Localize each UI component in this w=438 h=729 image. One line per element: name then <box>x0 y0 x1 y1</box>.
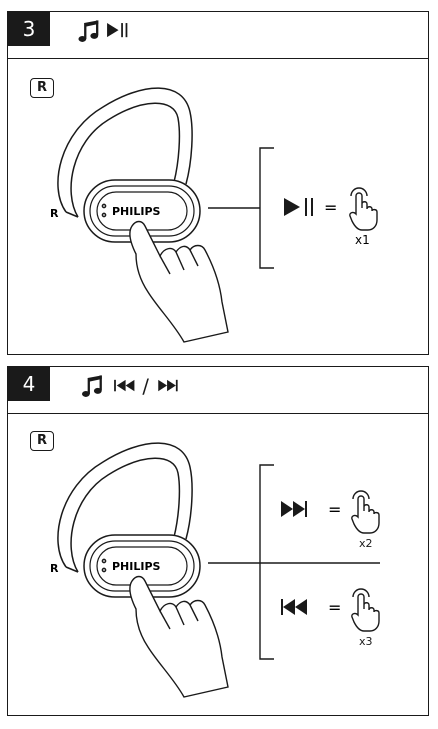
play-pause-icon <box>284 198 313 216</box>
pressing-hand <box>129 220 229 343</box>
callout-bracket <box>208 464 380 660</box>
step-3-panel: 3 R R PHILIPS <box>7 11 429 355</box>
previous-track-icon <box>281 599 307 615</box>
callout-bracket <box>208 147 274 269</box>
step-number: 4 <box>8 367 50 401</box>
tap-count: x1 <box>355 233 370 247</box>
next-track-icon <box>158 379 178 392</box>
action-equals: = <box>324 198 337 217</box>
next-equals: = <box>328 500 341 519</box>
tap-gesture-icon <box>351 588 380 632</box>
previous-track-icon <box>114 379 135 392</box>
next-tap-count: x2 <box>359 537 373 550</box>
tap-gesture-icon <box>349 187 378 231</box>
next-track-icon <box>281 501 307 517</box>
earbud-hook <box>57 442 193 573</box>
earbud-brand: PHILIPS <box>112 560 161 573</box>
step-3-header-icons <box>78 20 128 42</box>
earbud-body <box>83 179 201 243</box>
play-pause-icon <box>107 23 128 38</box>
step-4-header-icons: / <box>82 375 178 398</box>
earbud-brand: PHILIPS <box>112 205 161 218</box>
step-4-panel: 4 / R R <box>7 366 429 716</box>
header-divider <box>8 58 428 59</box>
step-3-illustration: R PHILIPS = <box>50 87 378 343</box>
previous-equals: = <box>328 598 341 617</box>
tap-gesture-icon <box>351 490 380 534</box>
step-4-illustration: R PHILIPS = x2 <box>50 442 380 698</box>
earbud-side-marking: R <box>50 562 59 575</box>
right-side-badge: R <box>30 431 54 451</box>
earbud-hook <box>57 87 193 218</box>
step-number: 3 <box>8 12 50 46</box>
right-side-badge: R <box>30 78 54 98</box>
music-note-icon <box>82 375 102 397</box>
music-note-icon <box>78 20 99 42</box>
pressing-hand <box>129 575 229 698</box>
earbud-side-marking: R <box>50 207 59 220</box>
track-separator: / <box>142 375 149 398</box>
previous-tap-count: x3 <box>359 635 373 648</box>
header-divider <box>8 413 428 414</box>
